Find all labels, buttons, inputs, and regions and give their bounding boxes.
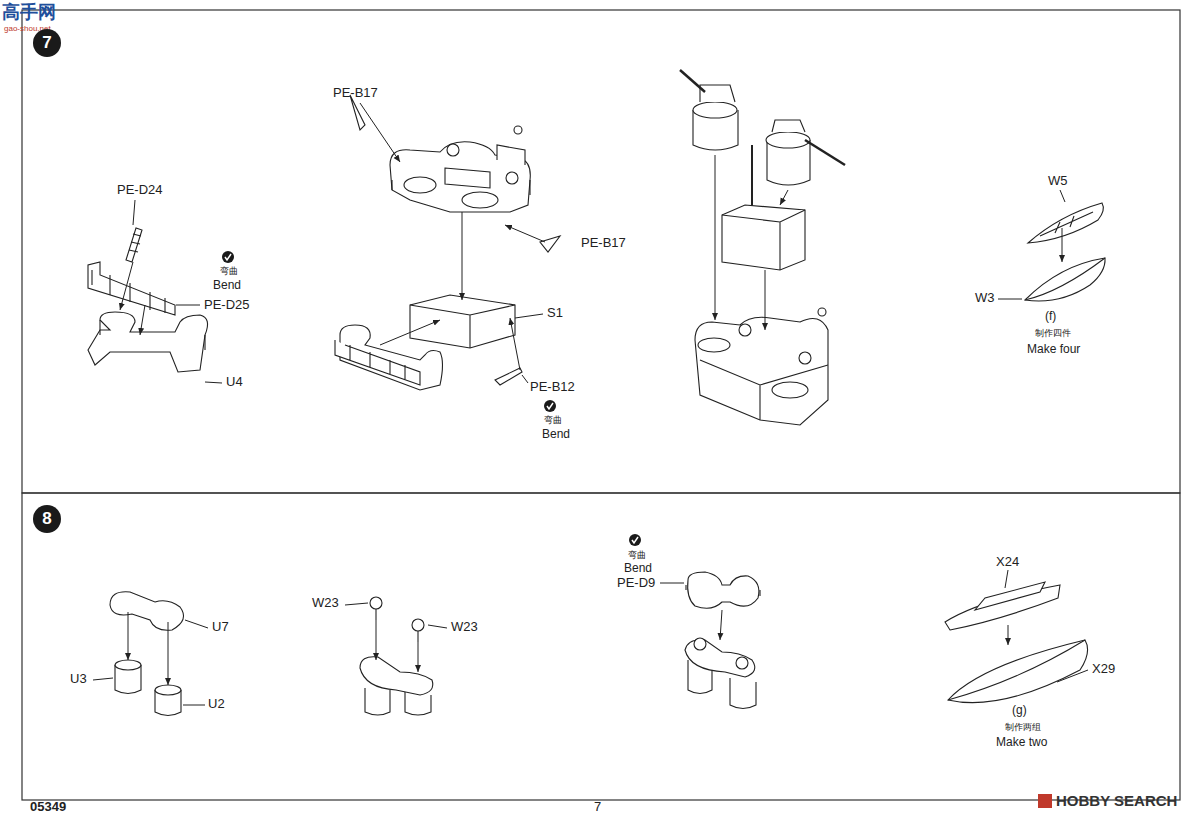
watermark: 高手网 xyxy=(2,2,56,23)
part-label: W3 xyxy=(975,291,995,306)
part-label: X24 xyxy=(996,555,1019,570)
part-label: PE-B17 xyxy=(581,236,626,251)
part-label: U2 xyxy=(208,697,225,712)
part-label: U3 xyxy=(70,672,87,687)
part-label: PE-D9 xyxy=(617,576,655,591)
step-number-text: 8 xyxy=(42,509,51,529)
page-footer: HOBBY SEARCH xyxy=(1056,792,1177,809)
part-label: PE-B12 xyxy=(530,380,575,395)
part-label: Make four xyxy=(1027,343,1080,357)
part-label: 制作四件 xyxy=(1035,328,1071,338)
part-label: W23 xyxy=(312,596,339,611)
step-number-text: 7 xyxy=(42,33,51,53)
part-label: Make two xyxy=(996,736,1047,750)
step-number: 7 xyxy=(33,29,61,57)
part-label: W23 xyxy=(451,620,478,635)
step-number: 8 xyxy=(33,505,61,533)
part-label: PE-D25 xyxy=(204,298,250,313)
page-footer: 05349 xyxy=(30,800,66,815)
part-label: U4 xyxy=(226,375,243,390)
part-label: W5 xyxy=(1048,174,1068,189)
part-label: 弯曲 xyxy=(220,266,238,276)
page-footer: 7 xyxy=(594,800,601,815)
part-label: Bend xyxy=(624,562,652,576)
part-label: Bend xyxy=(213,279,241,293)
part-label: 弯曲 xyxy=(544,415,562,425)
part-label: PE-B17 xyxy=(333,86,378,101)
part-label: S1 xyxy=(547,306,563,321)
part-label: (f) xyxy=(1045,310,1056,324)
part-label: 制作两组 xyxy=(1005,722,1041,732)
part-label: U7 xyxy=(212,620,229,635)
part-label: X29 xyxy=(1092,662,1115,677)
part-label: (g) xyxy=(1012,704,1027,718)
part-label: PE-D24 xyxy=(117,183,163,198)
part-label: Bend xyxy=(542,428,570,442)
part-label: 弯曲 xyxy=(628,550,646,560)
